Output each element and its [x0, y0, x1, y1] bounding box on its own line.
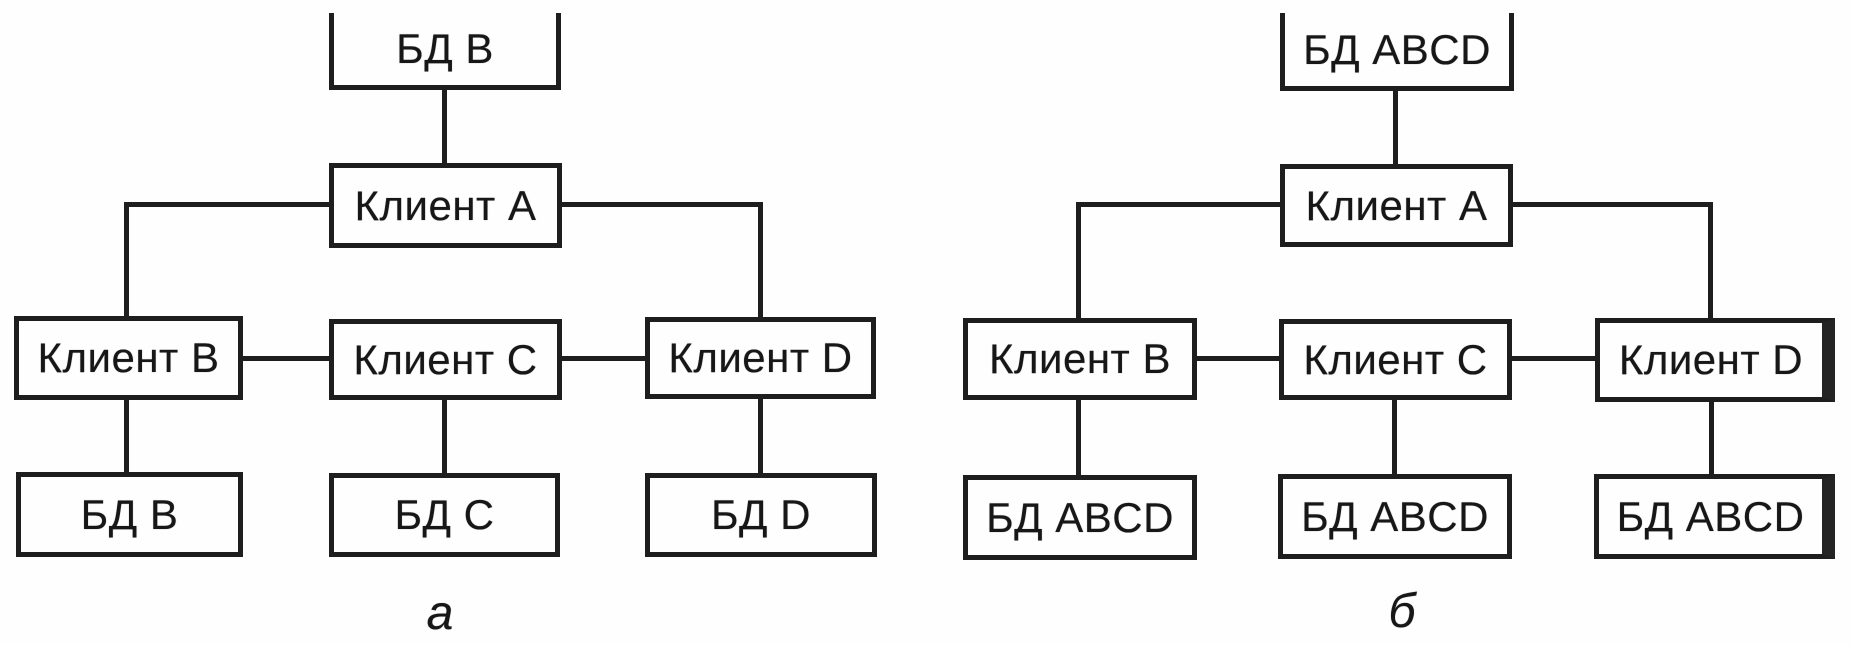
node-client-a-b: Клиент A [1280, 164, 1513, 247]
caption-b: б [1388, 585, 1416, 638]
connector-clienta-clientb-v-a [124, 202, 129, 321]
node-db-b-b: БД ABCD [963, 475, 1197, 560]
node-client-d-b: Клиент D [1595, 318, 1835, 402]
node-label: Клиент C [1303, 335, 1488, 383]
node-client-d-a: Клиент D [645, 317, 876, 399]
connector-clienta-clientd-v-b [1708, 202, 1713, 321]
node-label: Клиент D [1618, 336, 1804, 383]
node-client-a-a: Клиент A [329, 163, 562, 248]
node-db-d-b: БД ABCD [1594, 474, 1835, 559]
node-label: БД D [710, 491, 811, 538]
node-client-b-b: Клиент B [963, 318, 1197, 400]
node-client-b-a: Клиент B [14, 316, 243, 400]
connector-clientc-clientd-b [1510, 356, 1598, 361]
connector-clienta-clientd-h-b [1511, 202, 1713, 207]
node-label: БД B [396, 25, 494, 72]
caption-a: а [426, 587, 454, 640]
connector-clientd-dbd-a [758, 396, 763, 476]
connector-clientc-db-b [1392, 398, 1397, 477]
node-label: БД ABCD [1303, 25, 1491, 73]
node-label: БД ABCD [1301, 492, 1489, 540]
connector-clientb-db-b [1076, 398, 1081, 478]
node-label: БД C [394, 491, 495, 538]
node-db-top-b: БД ABCD [1280, 13, 1514, 91]
node-label: БД ABCD [986, 493, 1174, 541]
connector-dbtop-clienta-b [1393, 89, 1398, 167]
node-label: Клиент A [354, 181, 537, 229]
node-db-top-a: БД B [329, 13, 561, 90]
node-label: Клиент A [1305, 181, 1488, 229]
node-db-c-b: БД ABCD [1278, 474, 1512, 559]
node-db-d-a: БД D [645, 473, 877, 557]
node-label: Клиент C [353, 335, 538, 383]
node-label: БД B [80, 490, 179, 538]
connector-clienta-clientb-v-b [1076, 202, 1081, 321]
connector-clientc-clientd-a [560, 356, 648, 361]
node-label: БД ABCD [1616, 492, 1805, 540]
connector-clientb-clientc-a [241, 356, 332, 361]
connector-clienta-clientd-h-a [560, 202, 763, 207]
connector-clienta-clientd-v-a [758, 202, 763, 320]
connector-clientc-dbc-a [442, 398, 447, 476]
node-client-c-b: Клиент C [1279, 319, 1512, 400]
connector-clientb-dbb-a [124, 398, 129, 475]
connector-clientb-clientc-b [1195, 356, 1282, 361]
node-label: Клиент B [37, 334, 220, 381]
connector-dbtop-clienta-a [442, 88, 447, 166]
node-client-c-a: Клиент C [329, 319, 562, 400]
node-db-c-a: БД C [329, 473, 560, 557]
node-label: Клиент D [668, 334, 853, 381]
connector-clienta-clientb-h-b [1076, 202, 1283, 207]
node-db-b-a: БД B [16, 472, 243, 557]
connector-clienta-clientb-h-a [124, 202, 331, 207]
connector-clientd-db-b [1709, 400, 1714, 477]
node-label: Клиент B [989, 335, 1171, 382]
